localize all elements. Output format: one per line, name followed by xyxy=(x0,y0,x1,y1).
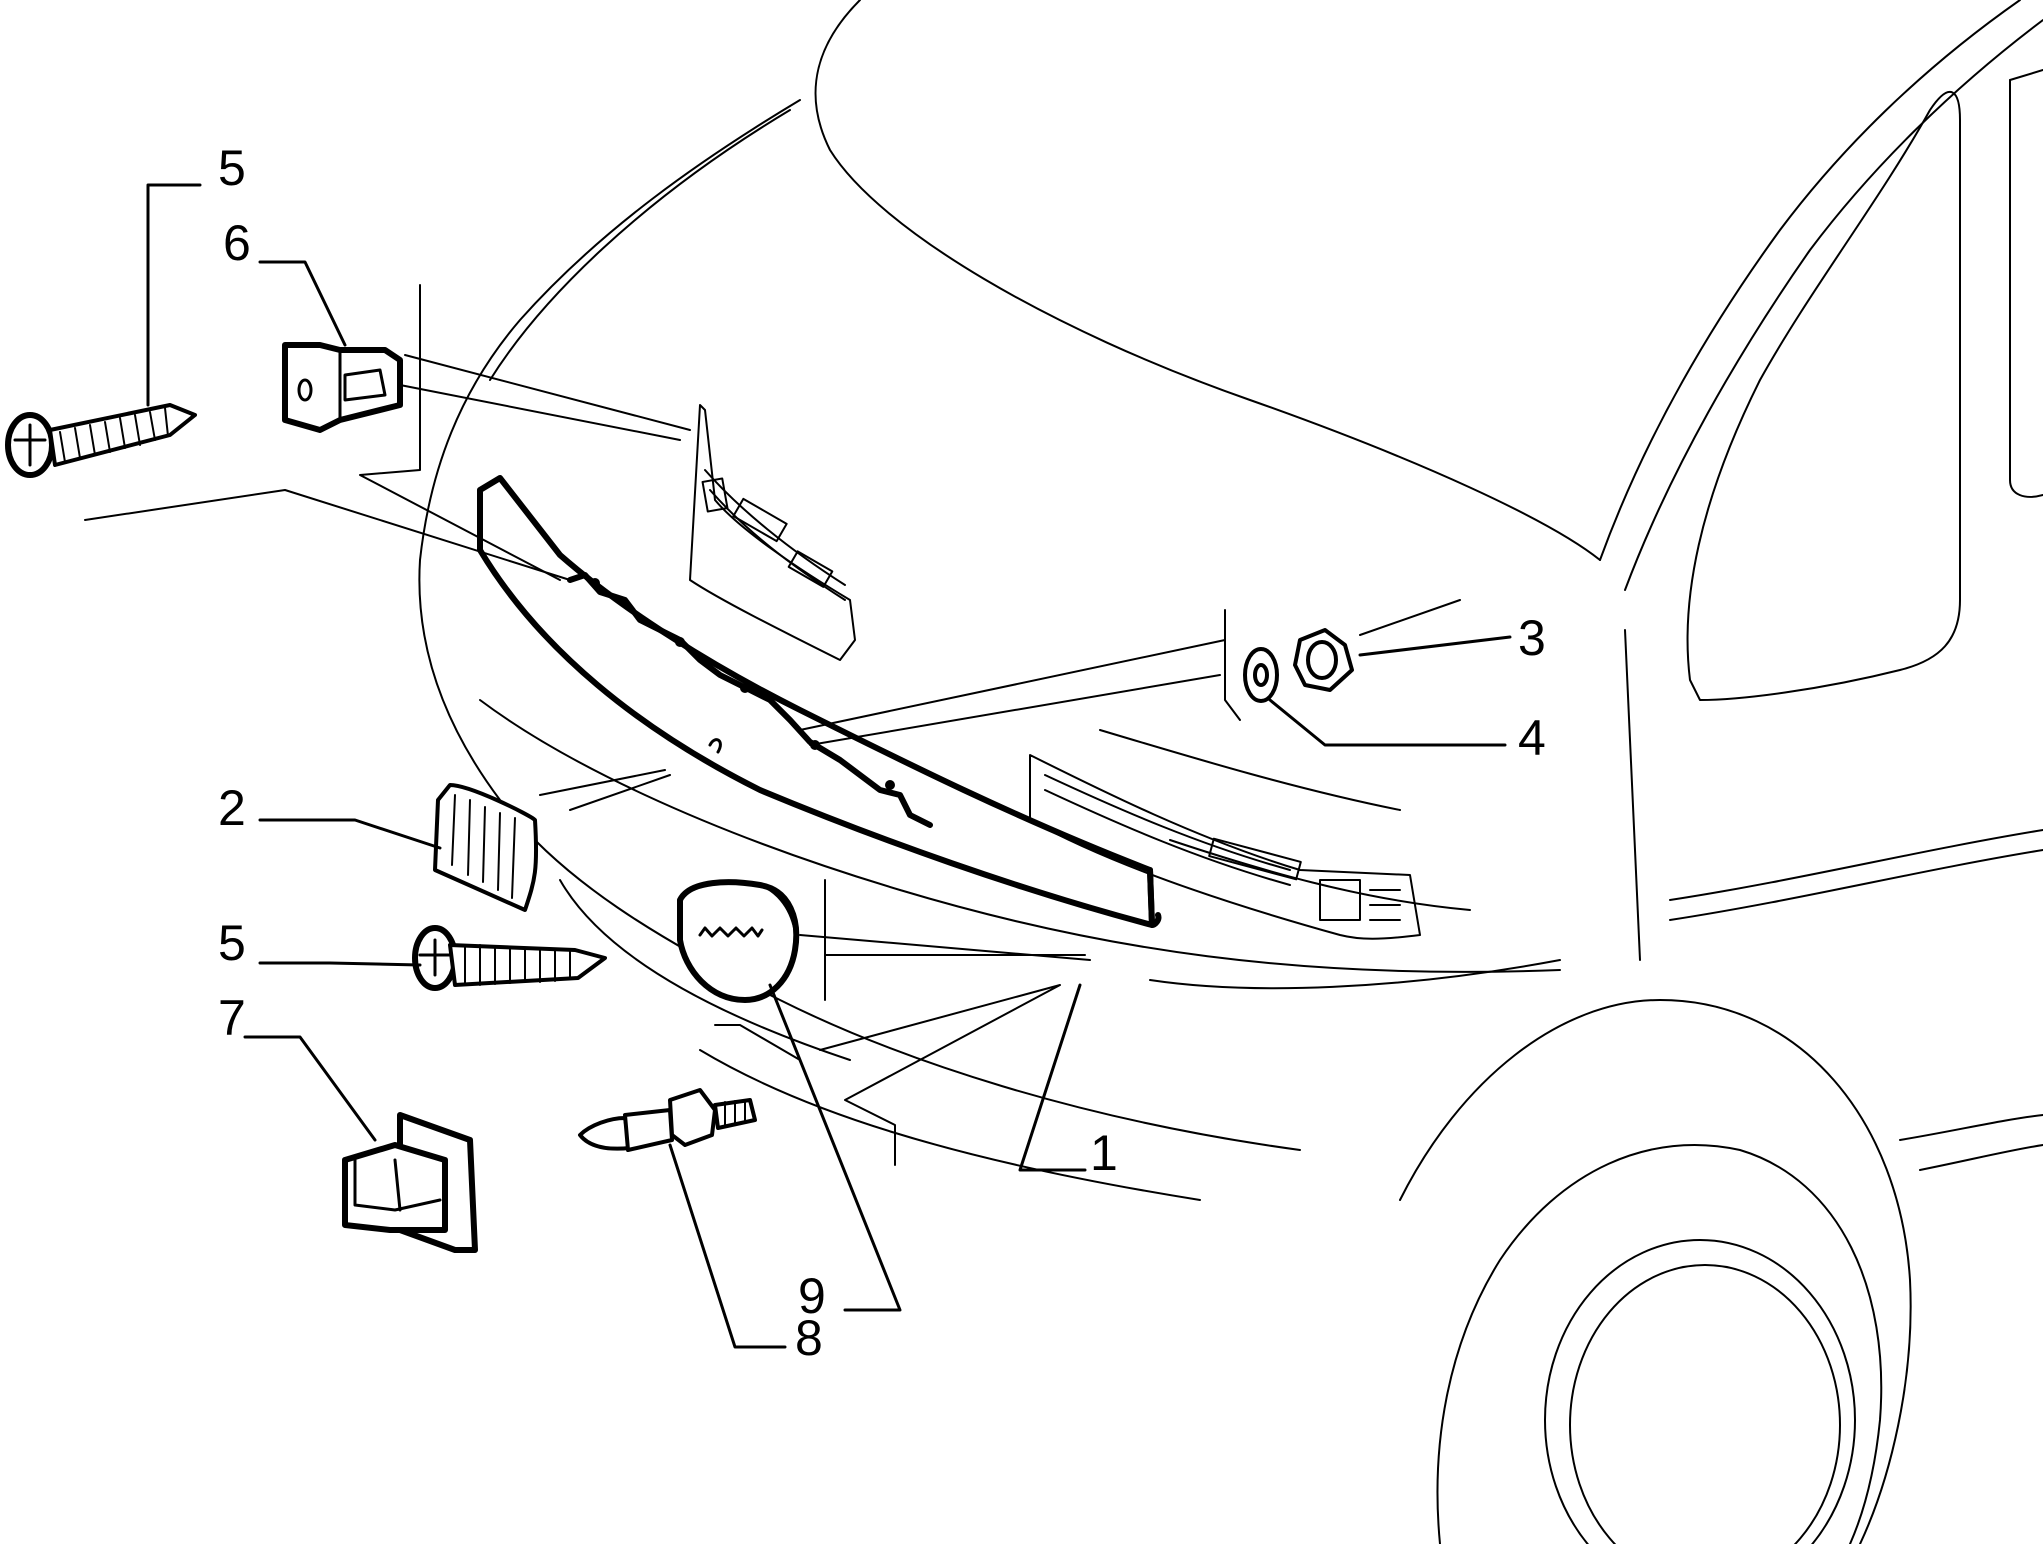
callout-9: 9 xyxy=(798,1268,826,1324)
ribbed-pad xyxy=(433,783,539,912)
self-tapping-screw-lower xyxy=(412,925,607,991)
callout-1: 1 xyxy=(1090,1125,1118,1181)
callout-6: 6 xyxy=(223,215,251,271)
retainer-clip xyxy=(342,1112,478,1253)
lower-grille-panel xyxy=(1029,754,1421,940)
vehicle-body-outline xyxy=(418,0,2043,1544)
callout-3: 3 xyxy=(1518,610,1546,666)
front-trim-strip xyxy=(477,475,1162,928)
callout-4: 4 xyxy=(1518,710,1546,766)
leader-lines xyxy=(84,183,1512,1349)
callout-2: 2 xyxy=(218,780,246,836)
callout-7: 7 xyxy=(218,990,246,1046)
callout-5-lower: 5 xyxy=(218,915,246,971)
bumper-stud xyxy=(578,1088,757,1152)
rubber-buffer xyxy=(677,879,800,1003)
callout-labels: 5 6 3 4 2 5 7 1 9 8 xyxy=(218,140,1546,1366)
upper-grille-panel xyxy=(689,404,856,661)
hex-nut xyxy=(1293,628,1354,692)
self-tapping-screw-top xyxy=(5,403,197,478)
callout-5-top: 5 xyxy=(218,140,246,196)
washer xyxy=(1243,647,1279,703)
speed-clip xyxy=(282,342,403,433)
callout-8: 8 xyxy=(795,1310,823,1366)
